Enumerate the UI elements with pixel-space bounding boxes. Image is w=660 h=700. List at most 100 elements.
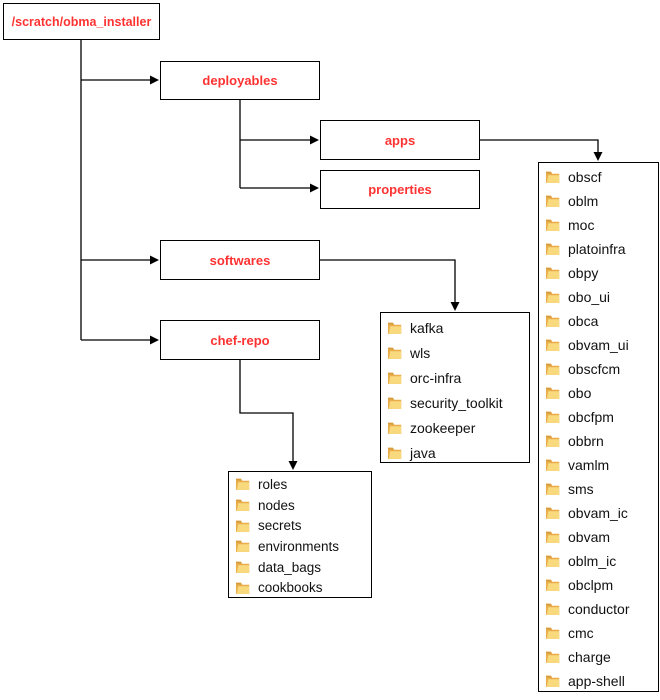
folder-item: obvam_ic (539, 501, 658, 525)
folder-item-label: obclpm (568, 577, 614, 593)
folder-item-label: obvam (568, 529, 611, 545)
folder-item-label: oblm (568, 193, 599, 209)
folder-item: sms (539, 477, 658, 501)
node-properties-label: properties (368, 182, 432, 197)
folder-icon (545, 531, 560, 543)
node-properties: properties (320, 170, 480, 209)
folder-icon (387, 422, 402, 434)
folder-item: obclpm (539, 573, 658, 597)
folder-item-label: wls (410, 344, 431, 361)
folder-item-label: conductor (568, 601, 630, 617)
folder-item-label: app-shell (568, 673, 625, 689)
folder-item: obca (539, 309, 658, 333)
folder-icon (545, 339, 560, 351)
node-root-label: /scratch/obma_installer (11, 14, 152, 29)
folder-icon (235, 520, 250, 532)
folder-icon (387, 447, 402, 459)
node-apps-label: apps (384, 132, 416, 148)
folder-item-label: security_toolkit (410, 394, 503, 411)
folder-icon (545, 291, 560, 303)
folder-item: obbrn (539, 429, 658, 453)
folder-item-label: obscf (568, 169, 602, 185)
folder-item-label: java (410, 444, 436, 461)
folder-icon (545, 219, 560, 231)
folder-icon (235, 582, 250, 594)
folder-item-label: orc-infra (410, 369, 462, 386)
folder-item: obo (539, 381, 658, 405)
folder-icon (545, 483, 560, 495)
softwares-folder-list: kafka wls orc-infra (380, 312, 530, 463)
folder-item: environments (229, 536, 371, 557)
folder-item: oblm_ic (539, 549, 658, 573)
folder-icon (235, 499, 250, 511)
folder-icon (545, 555, 560, 567)
folder-icon (545, 579, 560, 591)
folder-item-label: obo_ui (568, 289, 611, 305)
folder-icon (387, 322, 402, 334)
arrowhead-icon (150, 255, 159, 265)
folder-item: nodes (229, 495, 371, 516)
folder-icon (545, 243, 560, 255)
folder-icon (545, 171, 560, 183)
folder-item-label: cookbooks (258, 580, 323, 596)
arrowhead-icon (310, 135, 319, 145)
folder-item-label: kafka (410, 319, 444, 336)
folder-item: charge (539, 645, 658, 669)
folder-icon (387, 397, 402, 409)
folder-item: orc-infra (381, 365, 529, 390)
folder-item: security_toolkit (381, 390, 529, 415)
folder-item: java (381, 440, 529, 465)
node-chef-repo-label: chef-repo (210, 332, 270, 348)
folder-item: obpy (539, 261, 658, 285)
folder-item: vamlm (539, 453, 658, 477)
folder-item: obscfcm (539, 357, 658, 381)
folder-item: obvam (539, 525, 658, 549)
node-deployables-label: deployables (202, 73, 278, 88)
folder-item-label: obvam_ic (568, 505, 628, 521)
node-apps: apps (320, 120, 480, 160)
folder-icon (235, 561, 250, 573)
chef-repo-folder-list: roles nodes secrets (228, 471, 372, 598)
folder-item: obscf (539, 165, 658, 189)
folder-item: app-shell (539, 669, 658, 693)
apps-folder-list: obscf oblm moc (538, 162, 659, 692)
folder-item-label: platoinfra (568, 241, 626, 257)
folder-item-label: obvam_ui (568, 337, 629, 353)
folder-icon (545, 315, 560, 327)
folder-item: secrets (229, 515, 371, 536)
node-root-directory: /scratch/obma_installer (3, 3, 160, 40)
folder-item: obvam_ui (539, 333, 658, 357)
folder-icon (545, 363, 560, 375)
folder-icon (545, 435, 560, 447)
folder-item-label: cmc (568, 625, 594, 641)
folder-icon (545, 675, 560, 687)
folder-icon (545, 651, 560, 663)
folder-item-label: environments (258, 538, 340, 554)
folder-item-label: obca (568, 313, 599, 329)
folder-item: oblm (539, 189, 658, 213)
folder-item-label: oblm_ic (568, 553, 617, 569)
folder-item-label: obo (568, 385, 592, 401)
folder-item: wls (381, 340, 529, 365)
folder-item-label: obscfcm (568, 361, 621, 377)
arrowhead-icon (150, 335, 159, 345)
folder-icon (545, 411, 560, 423)
folder-icon (545, 627, 560, 639)
folder-icon (545, 387, 560, 399)
folder-item-label: moc (568, 217, 595, 233)
folder-item: moc (539, 213, 658, 237)
arrowhead-icon (450, 302, 460, 311)
folder-item: data_bags (229, 557, 371, 578)
folder-icon (545, 603, 560, 615)
folder-item: kafka (381, 315, 529, 340)
folder-item-label: obbrn (568, 433, 604, 449)
node-chef-repo: chef-repo (160, 320, 320, 360)
folder-icon (545, 507, 560, 519)
folder-item-label: charge (568, 649, 611, 665)
folder-item: roles (229, 474, 371, 495)
folder-item-label: nodes (258, 497, 295, 513)
folder-item-label: data_bags (258, 559, 322, 575)
folder-icon (387, 372, 402, 384)
folder-icon (545, 195, 560, 207)
folder-item-label: obpy (568, 265, 599, 281)
